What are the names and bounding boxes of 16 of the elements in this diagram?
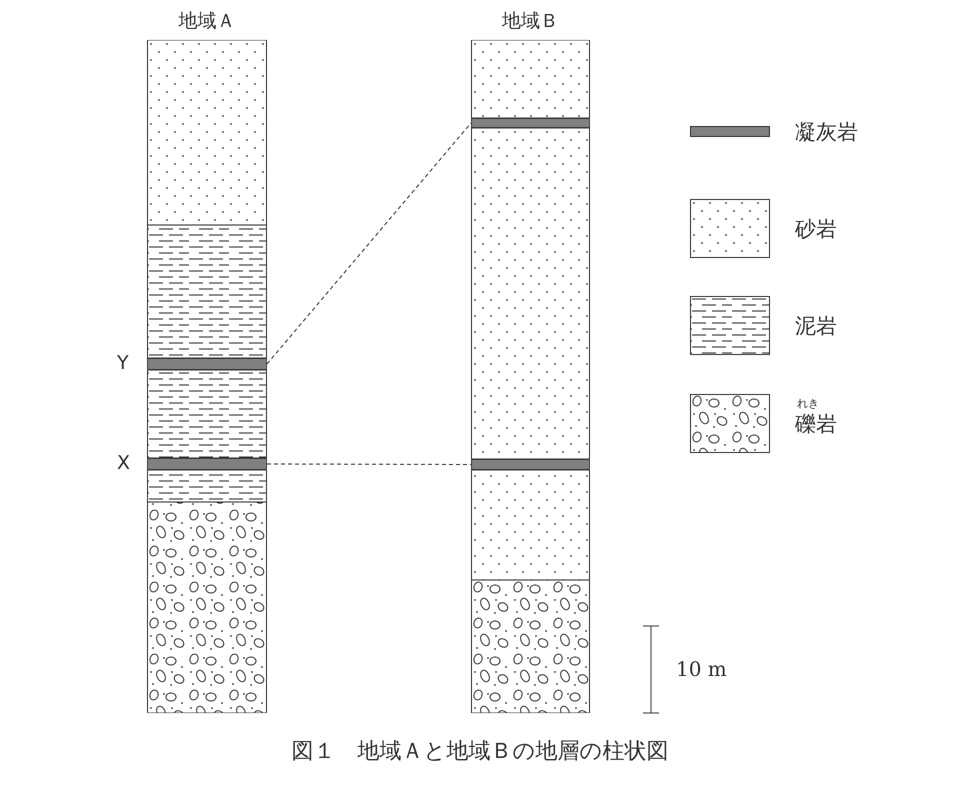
scale-label: 10 m [676, 657, 727, 681]
tuff-layer [471, 459, 590, 470]
column-heading: 地域Ｂ [501, 9, 560, 34]
tuff-layer [147, 458, 267, 470]
legend-text: 凝灰岩 [795, 118, 858, 146]
column-heading: 地域Ａ [178, 9, 236, 34]
legend-text: 礫岩 [795, 410, 837, 438]
correlation-line [266, 464, 472, 465]
layer-label: Y [117, 352, 129, 374]
tuff-layer [471, 118, 590, 128]
tuff-layer [147, 358, 267, 370]
furigana: れき [797, 396, 819, 411]
layer-label: X [117, 452, 130, 474]
figure-caption: 図１ 地域Ａと地域Ｂの地層の柱状図 [290, 738, 670, 766]
legend-text: 泥岩 [795, 312, 837, 340]
legend-text: 砂岩 [795, 216, 837, 242]
